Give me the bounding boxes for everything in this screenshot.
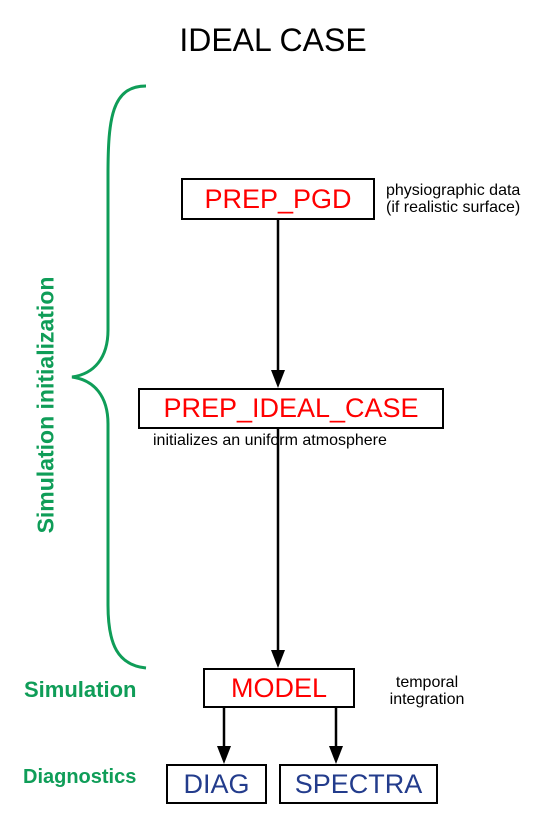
prep-ideal-case-box[interactable]: PREP_IDEAL_CASE — [138, 388, 444, 429]
arrowhead-ideal-to-model — [271, 650, 285, 668]
stage-label-diagnostics: Diagnostics — [23, 766, 137, 788]
temporal-note-line2: integration — [389, 691, 465, 708]
arrowhead-pgd-to-ideal — [271, 370, 285, 388]
prep-ideal-case-label: PREP_IDEAL_CASE — [163, 393, 419, 423]
diagram-title: IDEAL CASE — [179, 22, 367, 58]
physiographic-note: physiographic data (if realistic surface… — [386, 182, 520, 216]
spectra-box[interactable]: SPECTRA — [279, 764, 438, 804]
model-box[interactable]: MODEL — [203, 668, 355, 708]
initialization-brace — [71, 84, 147, 670]
temporal-note: temporal integration — [377, 674, 477, 708]
atmosphere-note: initializes an uniform atmosphere — [153, 432, 387, 449]
model-label: MODEL — [230, 672, 328, 703]
prep-pgd-box[interactable]: PREP_PGD — [181, 178, 375, 220]
physiographic-note-line1: physiographic data — [386, 182, 521, 199]
spectra-label: SPECTRA — [294, 768, 423, 799]
arrowhead-model-to-spectra — [329, 746, 343, 764]
stage-label-simulation: Simulation — [24, 677, 137, 702]
temporal-note-line1: temporal — [395, 674, 459, 691]
diag-box[interactable]: DIAG — [166, 764, 267, 804]
stage-label-initialization: Simulation initialization — [32, 276, 59, 534]
diag-label: DIAG — [183, 768, 250, 799]
arrowhead-model-to-diag — [217, 746, 231, 764]
prep-pgd-label: PREP_PGD — [204, 183, 352, 214]
physiographic-note-line2: (if realistic surface) — [386, 199, 521, 216]
